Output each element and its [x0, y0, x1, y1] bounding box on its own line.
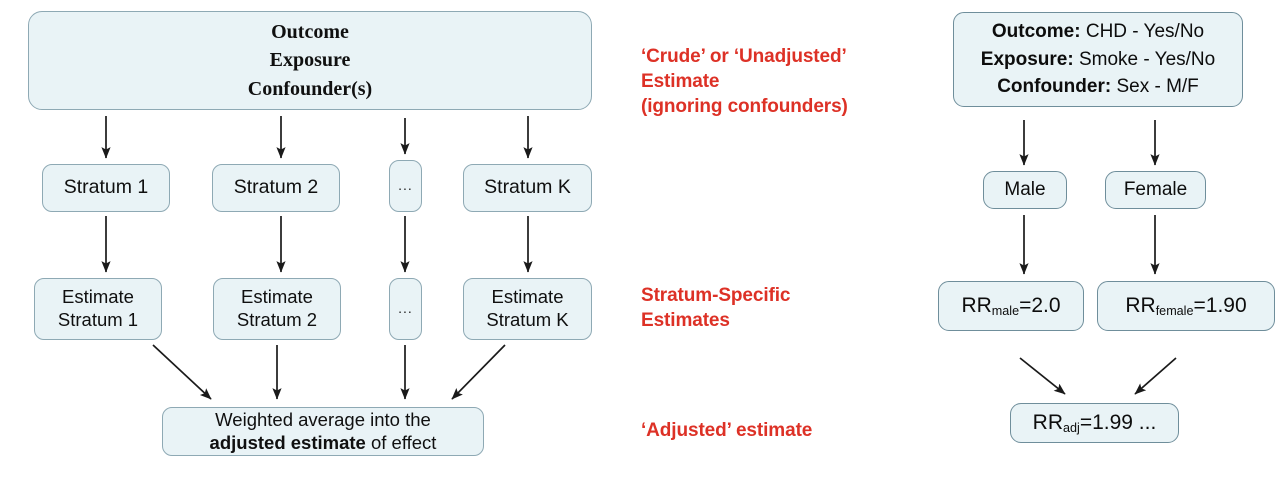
- rr-adj-symbol: RR: [1032, 410, 1064, 434]
- arrow-rr-male-to-rr-adj: [1019, 357, 1066, 395]
- rr-male-number: =2.0: [1019, 293, 1061, 317]
- right-header-row-confounder: Confounder: Sex - M/F: [997, 73, 1199, 101]
- female-box-label: Female: [1123, 179, 1188, 201]
- estimate-box-2: Estimate Stratum 2: [213, 278, 341, 340]
- stratum-box-2: Stratum 2: [212, 164, 340, 212]
- arrow-estimate-1-to-weighted-average: [152, 344, 212, 400]
- estimate-box-2-line2: Stratum 2: [236, 309, 318, 330]
- right-header-row-exposure: Exposure: Smoke - Yes/No: [981, 46, 1215, 74]
- stratum-box-1-label: Stratum 1: [63, 176, 149, 199]
- rr-male-subscript: male: [991, 303, 1020, 318]
- estimate-box-k-line2: Stratum K: [486, 309, 569, 330]
- left-header-line-exposure: Exposure: [269, 49, 351, 72]
- right-header-row-outcome: Outcome: CHD - Yes/No: [992, 18, 1204, 46]
- rr-male-symbol: RR: [961, 293, 992, 317]
- stratum-box-k: Stratum K: [463, 164, 592, 212]
- rr-adj-subscript: adj: [1063, 420, 1080, 435]
- rr-female-subscript: female: [1155, 303, 1194, 318]
- estimate-box-1-line1: Estimate: [62, 286, 134, 308]
- label-stratum-specific-estimates: Stratum-Specific Estimates: [641, 285, 791, 332]
- male-box-label: Male: [1004, 179, 1046, 201]
- weighted-average-box: Weighted average into the adjusted estim…: [162, 407, 484, 456]
- estimate-box-k-line1: Estimate: [491, 286, 564, 308]
- estimate-box-1: Estimate Stratum 1: [34, 278, 162, 340]
- estimate-box-k: Estimate Stratum K: [463, 278, 592, 340]
- left-header-line-outcome: Outcome: [271, 20, 349, 43]
- left-header-line-confounder: Confounder(s): [247, 77, 373, 100]
- stratum-box-2-label: Stratum 2: [233, 176, 319, 199]
- estimate-box-ellipsis-label: ...: [398, 300, 413, 317]
- rr-adj-box: RRadj=1.99 ...: [1010, 403, 1179, 443]
- stratum-box-ellipsis: ...: [389, 160, 422, 212]
- left-header-box: Outcome Exposure Confounder(s): [28, 11, 592, 110]
- weighted-average-line2: adjusted estimate of effect: [210, 432, 437, 455]
- male-box: Male: [983, 171, 1067, 209]
- right-header-confounder-label: Confounder:: [997, 76, 1112, 98]
- stratum-box-1: Stratum 1: [42, 164, 170, 212]
- estimate-box-ellipsis: ...: [389, 278, 422, 340]
- rr-female-number: =1.90: [1193, 293, 1247, 317]
- rr-female-box: RRfemale=1.90: [1097, 281, 1275, 331]
- estimate-box-1-line2: Stratum 1: [57, 309, 139, 330]
- estimate-box-2-line1: Estimate: [241, 286, 313, 308]
- rr-adj-value: RRadj=1.99 ...: [1033, 408, 1157, 438]
- right-header-exposure-value: Smoke - Yes/No: [1073, 48, 1216, 70]
- label-adjusted-estimate: ‘Adjusted’ estimate: [641, 420, 813, 441]
- right-header-outcome-value: CHD - Yes/No: [1080, 21, 1205, 43]
- female-box: Female: [1105, 171, 1206, 209]
- right-header-outcome-label: Outcome:: [991, 21, 1081, 43]
- stratum-box-k-label: Stratum K: [484, 176, 571, 199]
- rr-male-box: RRmale=2.0: [938, 281, 1084, 331]
- weighted-average-bold: adjusted estimate: [209, 431, 366, 453]
- rr-male-value: RRmale=2.0: [961, 291, 1060, 321]
- rr-adj-number: =1.99 ...: [1079, 410, 1157, 434]
- weighted-average-rest: of effect: [365, 431, 437, 453]
- arrow-estimate-k-to-weighted-average: [451, 344, 506, 400]
- weighted-average-line1: Weighted average into the: [215, 408, 431, 430]
- arrow-rr-female-to-rr-adj: [1134, 357, 1177, 395]
- label-crude-estimate: ‘Crude’ or ‘Unadjusted’ Estimate (ignori…: [641, 46, 848, 118]
- stratum-box-ellipsis-label: ...: [398, 177, 413, 194]
- rr-female-value: RRfemale=1.90: [1125, 291, 1246, 321]
- rr-female-symbol: RR: [1125, 293, 1156, 317]
- right-header-confounder-value: Sex - M/F: [1111, 76, 1199, 98]
- right-header-box: Outcome: CHD - Yes/No Exposure: Smoke - …: [953, 12, 1243, 107]
- right-header-exposure-label: Exposure:: [980, 48, 1074, 70]
